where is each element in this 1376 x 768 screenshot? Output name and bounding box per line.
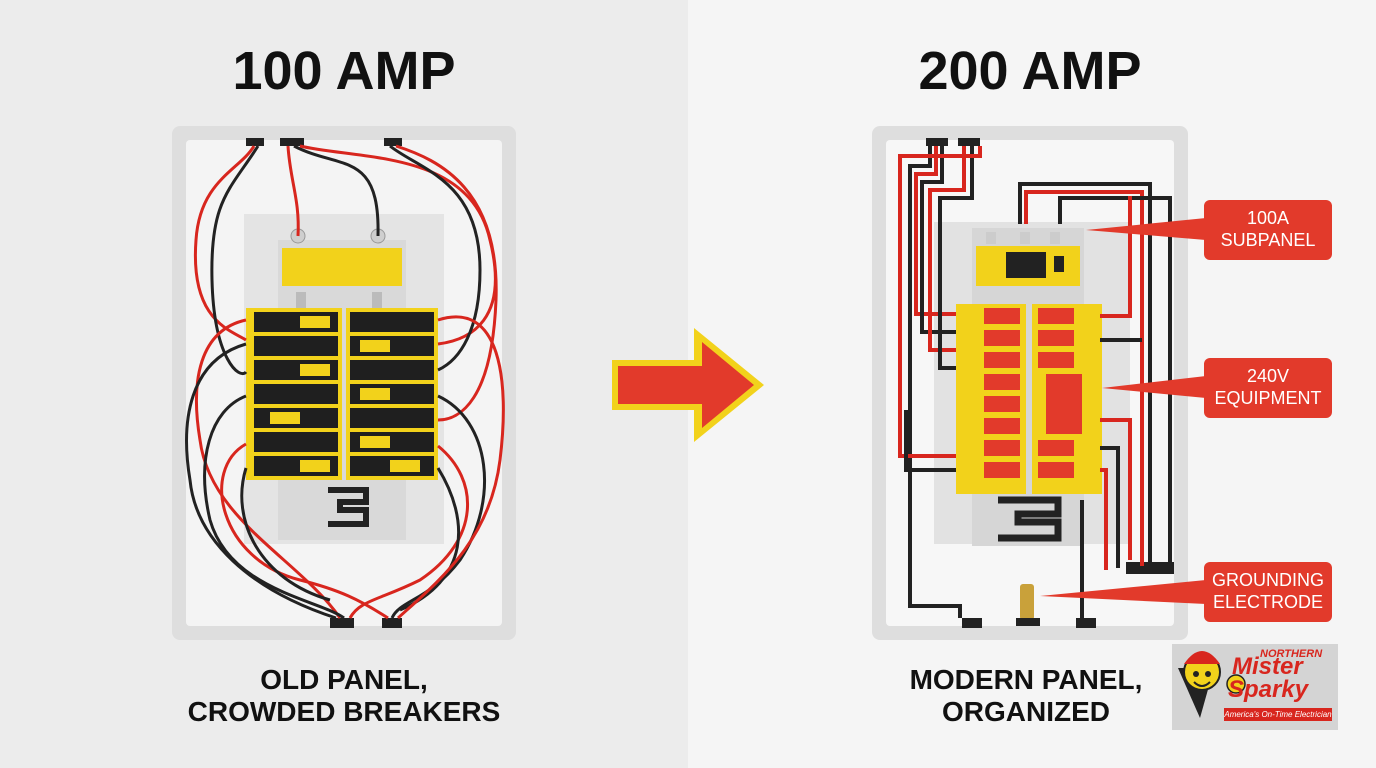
right-title: 200 AMP <box>918 41 1142 101</box>
callout-subpanel-line1: 100A <box>1246 208 1290 228</box>
callout-grounding-line2: ELECTRODE <box>1212 592 1324 612</box>
callout-grounding: GROUNDING ELECTRODE <box>1204 562 1332 622</box>
left-caption-line1: OLD PANEL, <box>260 664 428 695</box>
modern-panel <box>872 126 1206 640</box>
logo-mister: Mister <box>1232 653 1303 680</box>
callout-equipment-line1: 240V <box>1246 366 1290 386</box>
arrow-right-icon <box>612 328 764 442</box>
callout-subpanel: 100A SUBPANEL <box>1204 200 1332 260</box>
old-panel <box>172 126 516 640</box>
logo-northern: NORTHERN <box>1260 648 1323 660</box>
mister-sparky-logo: NORTHERN Mister Sparky America's On-Time… <box>1172 644 1338 730</box>
callout-equipment-line2: EQUIPMENT <box>1214 388 1322 408</box>
right-caption-line2: ORGANIZED <box>942 696 1110 727</box>
left-caption-line2: CROWDED BREAKERS <box>187 696 501 727</box>
callout-grounding-line1: GROUNDING <box>1212 570 1324 590</box>
left-caption: OLD PANEL, CROWDED BREAKERS <box>114 664 574 728</box>
logo-tagline: America's On-Time Electrician <box>1224 708 1332 721</box>
callout-subpanel-line2: SUBPANEL <box>1220 230 1316 250</box>
logo-sparky: Sparky <box>1228 676 1309 703</box>
left-title: 100 AMP <box>232 41 456 101</box>
callout-equipment: 240V EQUIPMENT <box>1204 358 1332 418</box>
modern-breakers <box>956 304 1102 494</box>
right-caption: MODERN PANEL, ORGANIZED <box>796 664 1256 728</box>
right-caption-line1: MODERN PANEL, <box>909 664 1143 695</box>
old-breakers <box>246 308 438 480</box>
grounding-rod-icon <box>1016 584 1040 626</box>
